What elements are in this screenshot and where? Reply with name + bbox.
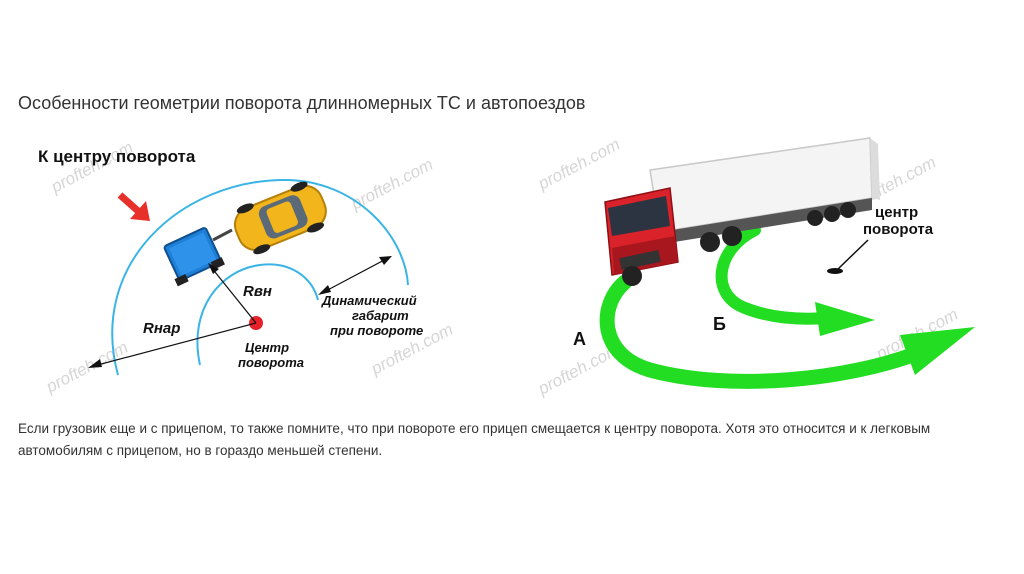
watermark: profteh.com [534, 135, 623, 194]
page-title: Особенности геометрии поворота длинномер… [18, 93, 586, 113]
dimension-arrowhead [379, 256, 392, 265]
path-b-label: Б [713, 314, 726, 334]
body-paragraph: Если грузовик еще и с прицепом, то также… [18, 421, 931, 458]
r-inner-arrowhead [208, 263, 219, 274]
watermark: profteh.com [42, 338, 131, 397]
car-icon [233, 181, 327, 255]
r-inner-label: Rвн [243, 283, 272, 300]
path-a [599, 274, 928, 389]
center-label-line1: Центр [245, 340, 289, 355]
path-b [715, 224, 831, 325]
center-label-line1: центр [875, 204, 918, 221]
path-a-arrowhead [900, 327, 975, 375]
path-a-label: А [573, 329, 586, 349]
dynamic-label-line1: Динамический [321, 293, 417, 308]
center-label-line2: поворота [863, 221, 934, 238]
tow-bar [212, 228, 233, 242]
dimension-arrowhead [318, 285, 331, 295]
dynamic-label-line2: габарит [352, 308, 409, 323]
r-inner-line [210, 266, 257, 324]
turn-center-point [827, 268, 843, 274]
truck-icon [604, 137, 880, 286]
r-outer-line [89, 322, 257, 368]
dynamic-label-line3: при повороте [330, 323, 423, 338]
dynamic-dimension-line [321, 257, 389, 294]
outer-turn-arc [111, 178, 409, 376]
path-b-arrowhead [815, 302, 875, 336]
turning-geometry-figure: profteh.com profteh.com profteh.com prof… [38, 138, 456, 397]
center-label-line2: поворота [238, 355, 304, 370]
truck-turn-figure: profteh.com profteh.com profteh.com prof… [534, 135, 975, 399]
r-outer-arrowhead [88, 359, 102, 368]
center-pointer-line [837, 239, 869, 270]
r-outer-label: Rнар [143, 320, 180, 337]
heading-to-turn-center: К центру поворота [38, 147, 196, 166]
trailer-icon [163, 227, 225, 287]
inner-turn-arc [196, 263, 319, 366]
red-arrow-icon [117, 192, 150, 221]
